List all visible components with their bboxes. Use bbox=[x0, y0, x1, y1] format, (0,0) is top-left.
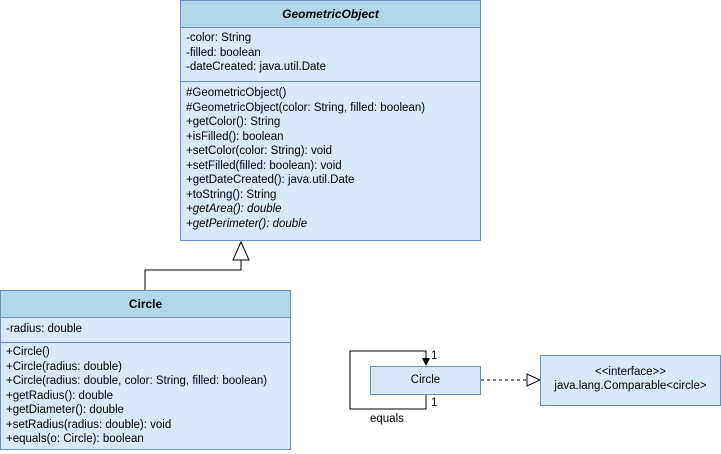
member-line: #GeometricObject() bbox=[186, 87, 287, 99]
geometric-object-methods: #GeometricObject() #GeometricObject(color… bbox=[181, 82, 480, 234]
interface-stereotype: <<interface>> bbox=[595, 366, 666, 378]
circle-class[interactable]: Circle -radius: double +Circle()+Circle(… bbox=[0, 290, 291, 450]
member-line: #GeometricObject(color: String, filled: … bbox=[186, 101, 426, 114]
member-line: +setFilled(filled: boolean): void bbox=[186, 159, 342, 172]
member-line: -radius: double bbox=[6, 323, 83, 335]
self-association-line bbox=[349, 350, 427, 410]
generalization-arrowhead bbox=[232, 240, 250, 261]
geometric-object-attributes: -color: String -filled: boolean -dateCreat… bbox=[181, 28, 480, 82]
interface-name: java.lang.Comparable<circle> bbox=[554, 380, 707, 392]
multiplicity-bottom: 1 bbox=[431, 397, 438, 409]
member-line: -dateCreated: java.util.Date bbox=[186, 61, 326, 73]
geometric-object-class[interactable]: GeometricObject -color: String -filled: b… bbox=[180, 0, 481, 241]
circle-methods: +Circle() +Circle(radius: double) +Circle(… bbox=[1, 343, 290, 450]
geometric-object-title: GeometricObject bbox=[181, 1, 480, 28]
generalization-line bbox=[144, 260, 242, 290]
circle-title: Circle bbox=[1, 291, 290, 318]
member-line: +setRadius(radius: double): void bbox=[6, 418, 172, 431]
comparable-interface-box[interactable]: <<interface>> java.lang.Comparable<circl… bbox=[540, 355, 721, 406]
circle-small-label: Circle bbox=[410, 374, 441, 386]
member-line: +Circle(radius: double, color: String, f… bbox=[6, 375, 268, 387]
realization-arrowhead bbox=[526, 373, 542, 387]
member-line: +isFilled(): boolean bbox=[186, 130, 284, 143]
member-line: +getPerimeter(): double bbox=[186, 217, 308, 230]
member-line: +Circle(radius: double) bbox=[6, 360, 123, 373]
member-line: -color: String bbox=[186, 32, 252, 44]
self-association-arrowhead bbox=[422, 358, 430, 366]
multiplicity-top: 1 bbox=[431, 350, 438, 362]
member-line: +getColor(): String bbox=[186, 116, 281, 128]
member-line: +Circle() bbox=[6, 346, 50, 358]
member-line: +getRadius(): double bbox=[6, 389, 114, 402]
member-line: +getDiameter(): double bbox=[6, 404, 124, 416]
circle-attributes: -radius: double bbox=[1, 318, 290, 343]
circle-small-box[interactable]: Circle bbox=[370, 366, 481, 395]
member-line: +getArea(): double bbox=[186, 203, 282, 215]
member-line: +getDateCreated(): java.util.Date bbox=[186, 174, 355, 186]
member-line: -filled: boolean bbox=[186, 46, 261, 59]
association-label-equals: equals bbox=[370, 413, 404, 425]
member-line: +toString(): String bbox=[186, 188, 277, 201]
member-line: +setColor(color: String): void bbox=[186, 145, 333, 157]
member-line: +equals(o: Circle): boolean bbox=[6, 433, 144, 445]
